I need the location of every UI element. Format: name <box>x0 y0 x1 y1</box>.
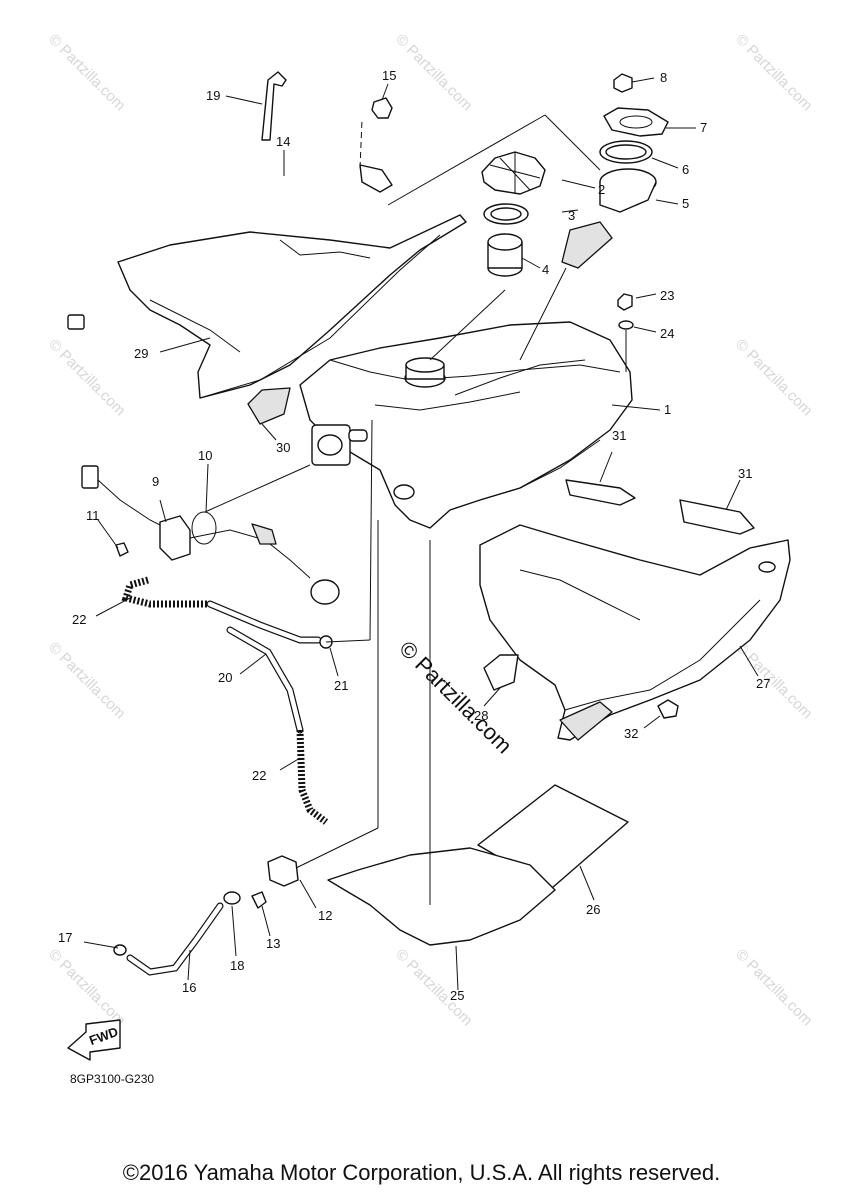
part-21-clip <box>319 419 373 649</box>
callout-12: 12 <box>318 908 332 923</box>
diagram-code: 8GP3100-G230 <box>70 1072 155 1086</box>
callout-13: 13 <box>266 936 280 951</box>
callout-14: 14 <box>276 134 290 149</box>
callout-3: 3 <box>568 208 575 223</box>
part-31-right-pad <box>679 499 755 535</box>
callout-30: 30 <box>276 440 290 455</box>
part-7-plate <box>603 107 669 137</box>
callout-7: 7 <box>700 120 707 135</box>
watermark: © Partzilla.com <box>45 639 128 722</box>
callout-9: 9 <box>152 474 159 489</box>
part-14-hose <box>67 114 601 330</box>
part-31-left-pad <box>565 479 636 506</box>
part-4-collar <box>429 233 523 361</box>
callout-19: 19 <box>206 88 220 103</box>
callout-22b: 22 <box>252 768 266 783</box>
callout-25: 25 <box>450 988 464 1003</box>
callout-1: 1 <box>664 402 671 417</box>
callout-15: 15 <box>382 68 396 83</box>
callout-24: 24 <box>660 326 674 341</box>
watermark: © Partzilla.com <box>732 639 815 722</box>
part-28-pad <box>483 654 519 691</box>
callout-2: 2 <box>598 182 605 197</box>
watermark: © Partzilla.com <box>45 946 128 1029</box>
callout-26: 26 <box>586 902 600 917</box>
part-17-clip <box>113 944 127 956</box>
callout-6: 6 <box>682 162 689 177</box>
callout-4: 4 <box>542 262 549 277</box>
callout-10: 10 <box>198 448 212 463</box>
watermark: © Partzilla.com <box>392 31 475 114</box>
callout-labels: 1 2 3 4 5 6 7 8 9 10 11 12 13 14 15 16 1… <box>58 68 770 1003</box>
watermark: © Partzilla.com <box>45 31 128 114</box>
callout-23: 23 <box>660 288 674 303</box>
callout-29: 29 <box>134 346 148 361</box>
part-12-drain-fitting <box>267 520 379 887</box>
part-5-fuel-pump <box>519 168 657 361</box>
part-22-upper-hose <box>121 576 322 644</box>
part-2-fuel-cap <box>481 151 546 195</box>
copyright-footer: ©2016 Yamaha Motor Corporation, U.S.A. A… <box>122 1160 721 1185</box>
part-19-cable-tie <box>261 71 287 141</box>
callout-32: 32 <box>624 726 638 741</box>
part-11-screw <box>115 542 129 557</box>
part-3-gasket <box>483 203 529 225</box>
callout-16: 16 <box>182 980 196 995</box>
part-22-lower-hose <box>296 729 329 825</box>
part-25-heat-shield <box>327 540 556 946</box>
part-8-nut <box>613 73 633 93</box>
watermark: © Partzilla.com <box>732 336 815 419</box>
part-6-gasket <box>599 140 653 164</box>
part-18-clamp <box>223 891 241 905</box>
callout-28: 28 <box>474 708 488 723</box>
callout-27: 27 <box>756 676 770 691</box>
part-9-sender-unit <box>81 464 340 605</box>
fwd-arrow-icon: FWD <box>67 1019 121 1061</box>
part-30-pad <box>247 387 291 425</box>
leader-lines <box>83 77 759 991</box>
part-20-hose <box>226 626 304 734</box>
callout-18: 18 <box>230 958 244 973</box>
part-23-bolt <box>617 293 633 311</box>
watermark: © Partzilla.com <box>45 336 128 419</box>
callout-22a: 22 <box>72 612 86 627</box>
callout-31b: 31 <box>738 466 752 481</box>
part-13-bolt <box>251 891 267 909</box>
part-27-right-cover <box>479 524 791 741</box>
callout-20: 20 <box>218 670 232 685</box>
callout-21: 21 <box>334 678 348 693</box>
part-15-clip <box>371 97 393 119</box>
part-32-bolt <box>657 699 679 719</box>
watermark-center: © Partzilla.com <box>394 636 517 759</box>
callout-17: 17 <box>58 930 72 945</box>
callout-31a: 31 <box>612 428 626 443</box>
callout-8: 8 <box>660 70 667 85</box>
callout-5: 5 <box>682 196 689 211</box>
part-29-left-cover <box>117 214 467 399</box>
watermark: © Partzilla.com <box>732 31 815 114</box>
callout-11: 11 <box>86 508 100 523</box>
part-1-fuel-tank <box>299 321 633 529</box>
watermark: © Partzilla.com <box>732 946 815 1029</box>
part-16-drain-hose <box>126 902 224 976</box>
part-24-washer <box>618 320 634 372</box>
